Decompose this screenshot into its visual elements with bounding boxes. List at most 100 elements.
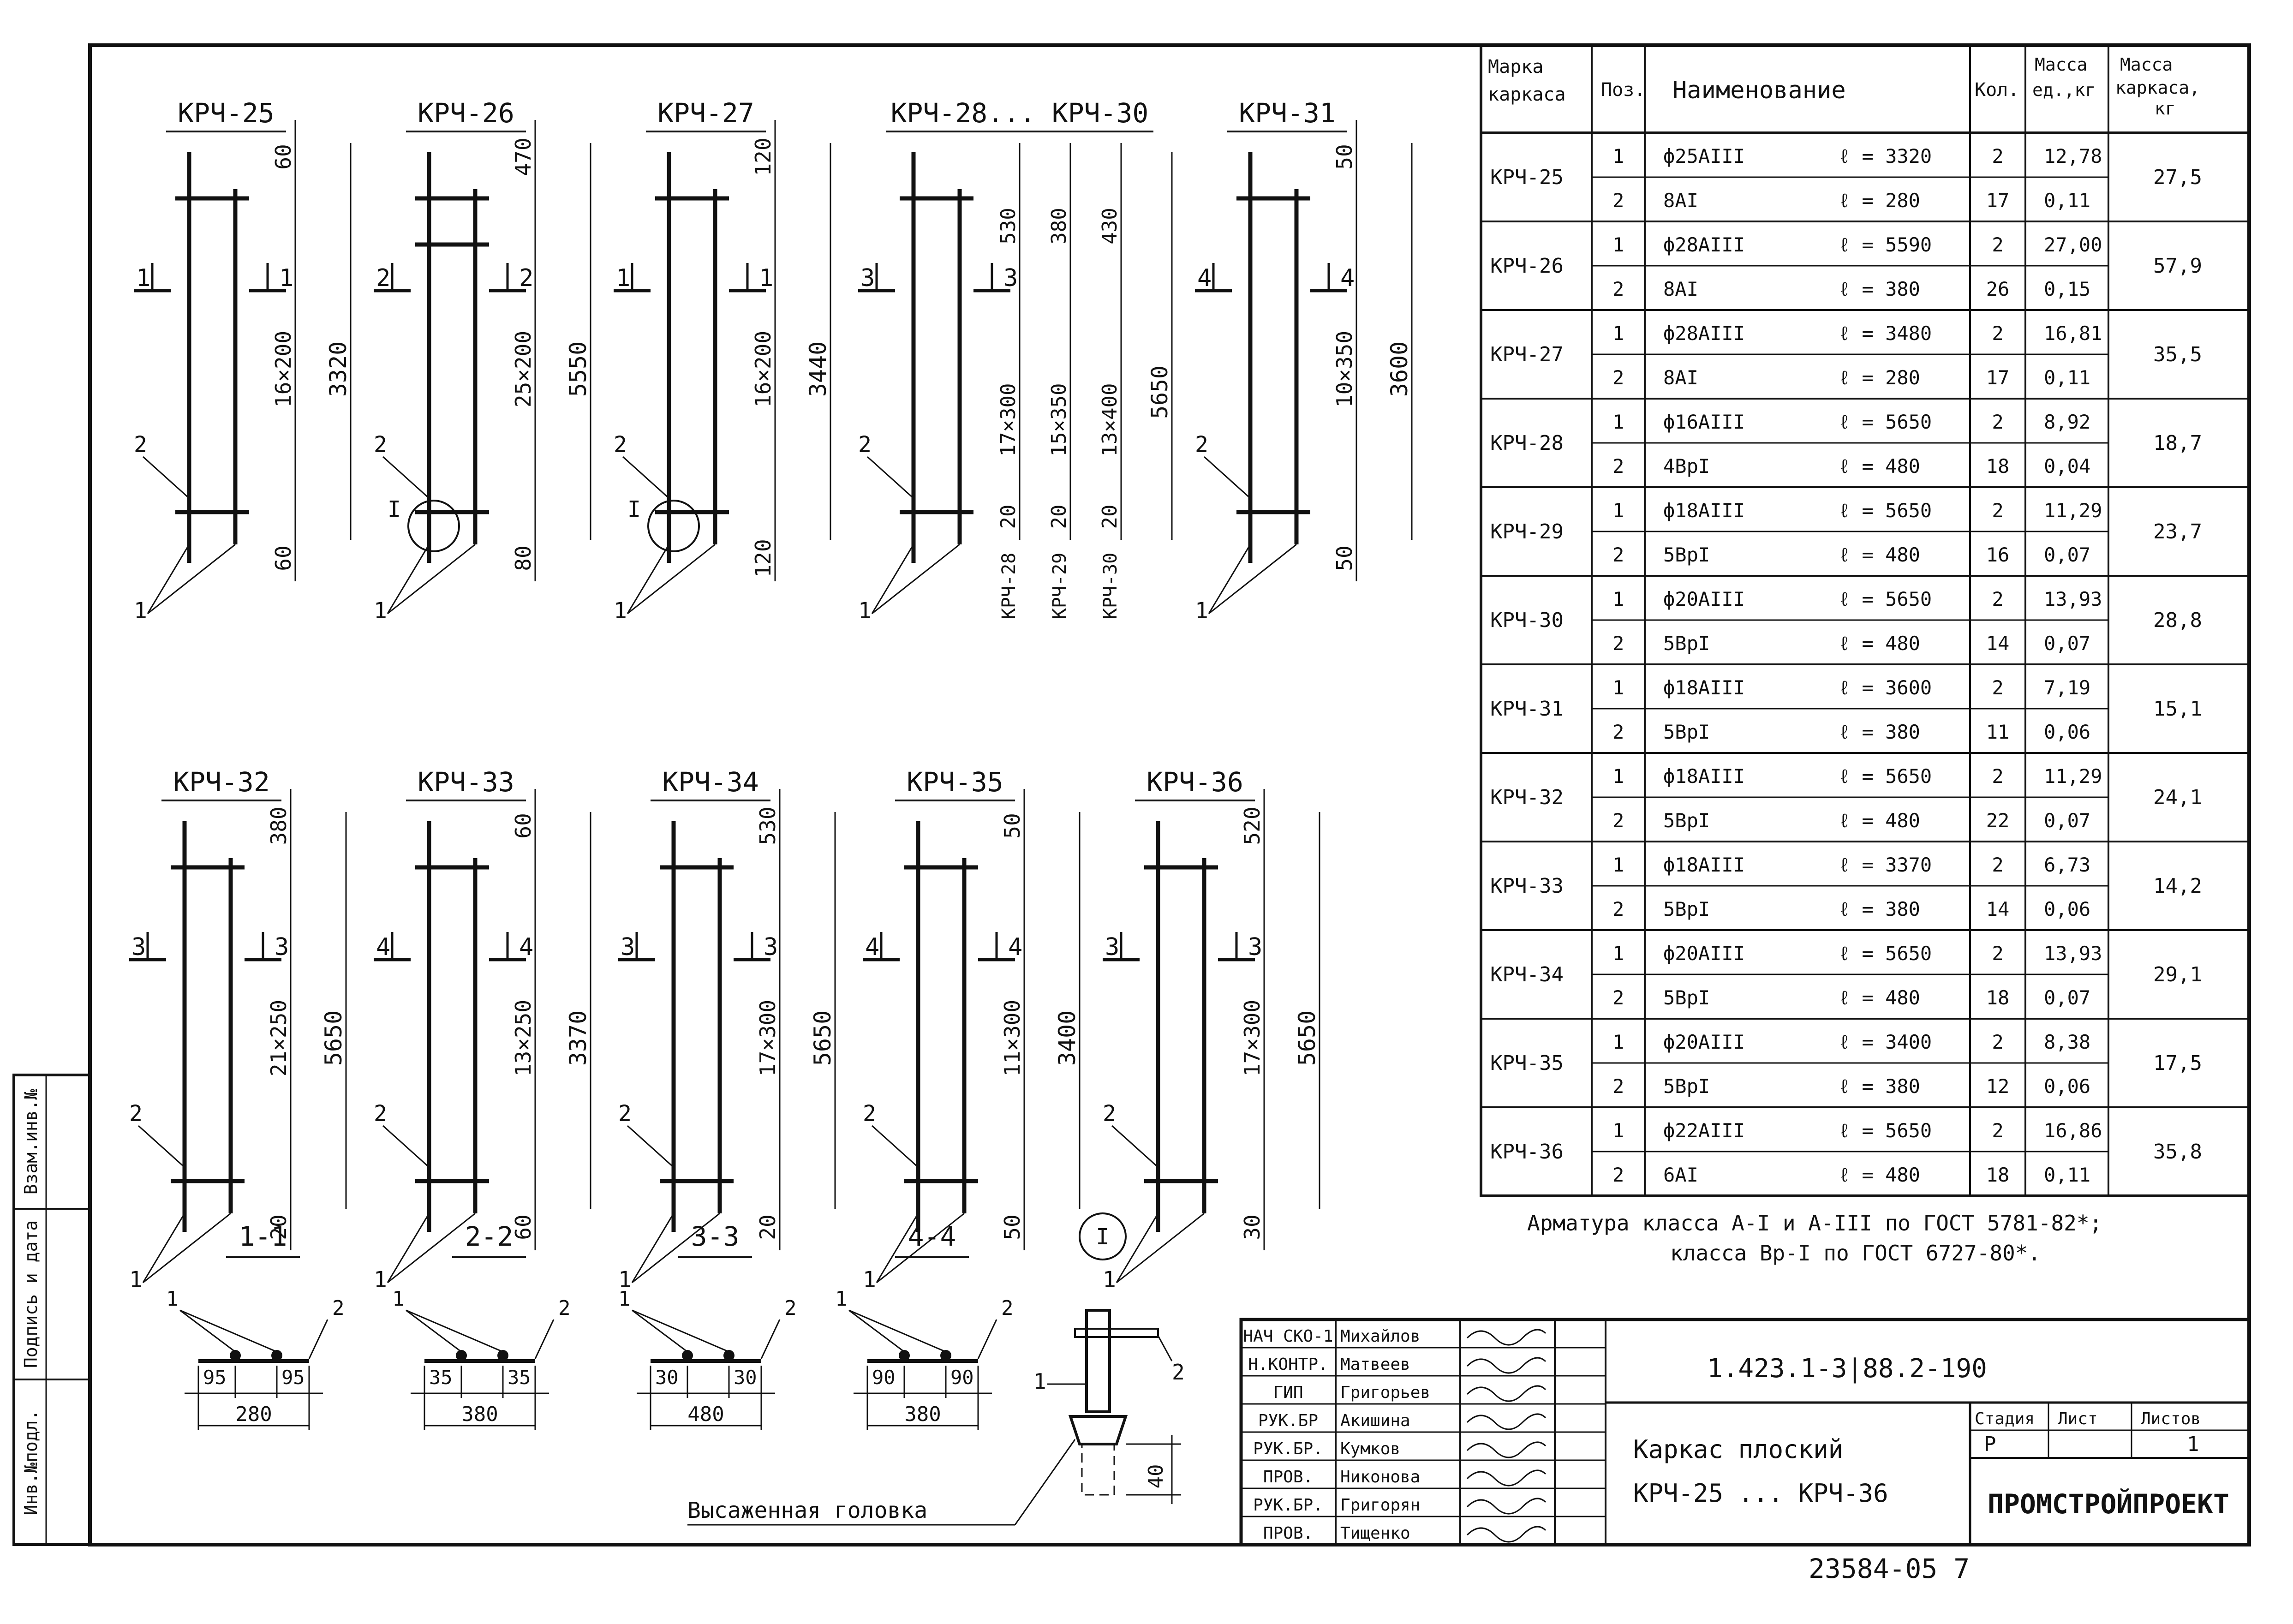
dim-text: 35 — [508, 1366, 531, 1389]
dim-text: 20 — [1047, 505, 1071, 529]
cell-qty: 2 — [1992, 1119, 2003, 1142]
cell-diameter: ф28АIII — [1663, 322, 1745, 345]
cell-frame-mass: 28,8 — [2153, 609, 2202, 632]
detail-circle — [407, 500, 460, 552]
frame-title: КРЧ-31 — [1239, 97, 1336, 129]
longitudinal-bar-dot — [940, 1350, 951, 1361]
cell-length: ℓ = 380 — [1839, 898, 1920, 920]
dim-text: 17×300 — [755, 1000, 780, 1076]
pos-label: 2 — [1001, 1296, 1014, 1320]
section-number: 1 — [759, 264, 773, 292]
cell-diameter: 4ВрI — [1663, 455, 1710, 478]
leader — [876, 1213, 919, 1283]
detail-mark-text: I — [1096, 1224, 1110, 1250]
signature-scribble — [1466, 1413, 1547, 1430]
notes: Арматура класса А-I и А-III по ГОСТ 5781… — [1527, 1211, 2102, 1266]
pos-label: 1 — [129, 1267, 143, 1293]
dim-total: 380 — [461, 1403, 498, 1426]
cell-diameter: 5ВрI — [1663, 809, 1710, 832]
dim-text: 90 — [872, 1366, 896, 1389]
stamp-name: Кумков — [1340, 1439, 1400, 1458]
section-number: 2 — [376, 264, 390, 292]
cell-length: ℓ = 480 — [1839, 632, 1920, 655]
cross-bar — [1074, 1328, 1159, 1338]
stage-value: Р — [1984, 1433, 1996, 1456]
cell-frame-mass: 24,1 — [2153, 786, 2202, 809]
cell-qty: 17 — [1986, 189, 2010, 212]
longitudinal-bar-dot — [899, 1350, 910, 1361]
stage-label: Стадия — [1975, 1409, 2035, 1428]
dim-text: 380 — [1047, 208, 1071, 244]
dim-text: 50 — [1332, 144, 1357, 169]
note-line-1: Арматура класса А-I и А-III по ГОСТ 5781… — [1527, 1211, 2102, 1236]
dim-text: 16×200 — [271, 331, 296, 407]
cell-length: ℓ = 5590 — [1839, 233, 1932, 256]
dim-sublabel: КРЧ-28 — [998, 553, 1020, 620]
cell-qty: 14 — [1986, 632, 2010, 655]
stamp-role: РУК.БР. — [1253, 1439, 1323, 1458]
cell-mark: КРЧ-33 — [1490, 874, 1564, 898]
cell-mark: КРЧ-26 — [1490, 254, 1564, 278]
longitudinal-bar-dot — [723, 1350, 734, 1361]
dim-text: 50 — [1000, 813, 1025, 838]
cell-length: ℓ = 3400 — [1839, 1031, 1932, 1053]
drawing-title-2: КРЧ-25 ... КРЧ-36 — [1633, 1479, 1888, 1508]
section-number: 3 — [764, 933, 778, 961]
cell-diameter: ф20АIII — [1663, 588, 1745, 610]
cell-qty: 18 — [1986, 455, 2010, 478]
leader — [866, 456, 914, 499]
cell-length: ℓ = 5650 — [1839, 588, 1932, 610]
stamp-name: Акишина — [1340, 1411, 1410, 1430]
pos-label: 2 — [558, 1296, 571, 1320]
organization: ПРОМСТРОЙПРОЕКТ — [1988, 1488, 2229, 1520]
section-title: 3-3 — [691, 1221, 740, 1252]
cell-length: ℓ = 5650 — [1839, 765, 1932, 788]
pos-label: 2 — [332, 1296, 345, 1320]
side-label-replace: Взам.инв.№ — [21, 1089, 41, 1194]
cell-unit-mass: 0,07 — [2044, 809, 2090, 832]
cell-qty: 2 — [1992, 588, 2003, 610]
stamp-role: ПРОВ. — [1263, 1468, 1313, 1487]
cell-qty: 16 — [1986, 543, 2010, 566]
pos-label: 1 — [374, 598, 387, 624]
pos-label: 1 — [1033, 1369, 1046, 1394]
cell-diameter: ф18АIII — [1663, 765, 1745, 788]
hdr-unit-mass: Масса — [2035, 54, 2087, 75]
pos-label: 1 — [614, 598, 627, 624]
pos-label: 2 — [374, 1101, 387, 1127]
cell-qty: 26 — [1986, 278, 2010, 300]
pos-label: 2 — [129, 1101, 143, 1127]
stamp-name: Григорян — [1340, 1496, 1420, 1515]
stamp-role: Н.КОНТР. — [1248, 1355, 1328, 1374]
cell-frame-mass: 23,7 — [2153, 520, 2202, 543]
leader — [406, 1309, 462, 1353]
stamp-role: РУК.БР. — [1253, 1496, 1323, 1515]
dim-text: 60 — [271, 144, 296, 169]
signature-scribble — [1466, 1441, 1547, 1458]
dim-text: 120 — [751, 137, 776, 176]
leader — [387, 544, 430, 614]
dim-total: 5650 — [1294, 1010, 1320, 1066]
dim-text: 11×300 — [1000, 1000, 1025, 1076]
section-number: 3 — [1105, 933, 1119, 961]
longitudinal-bar-dot — [456, 1350, 467, 1361]
leader — [627, 544, 670, 614]
cell-unit-mass: 13,93 — [2044, 588, 2102, 610]
cell-diameter: ф20АIII — [1663, 942, 1745, 965]
dim-total: 3370 — [565, 1010, 591, 1066]
leader — [977, 1319, 997, 1359]
stamp-role: ПРОВ. — [1263, 1524, 1313, 1543]
leader — [179, 1309, 277, 1353]
leader — [622, 456, 670, 499]
cell-qty: 2 — [1992, 1031, 2003, 1053]
pos-label: 1 — [1195, 598, 1208, 624]
cell-unit-mass: 13,93 — [2044, 942, 2102, 965]
